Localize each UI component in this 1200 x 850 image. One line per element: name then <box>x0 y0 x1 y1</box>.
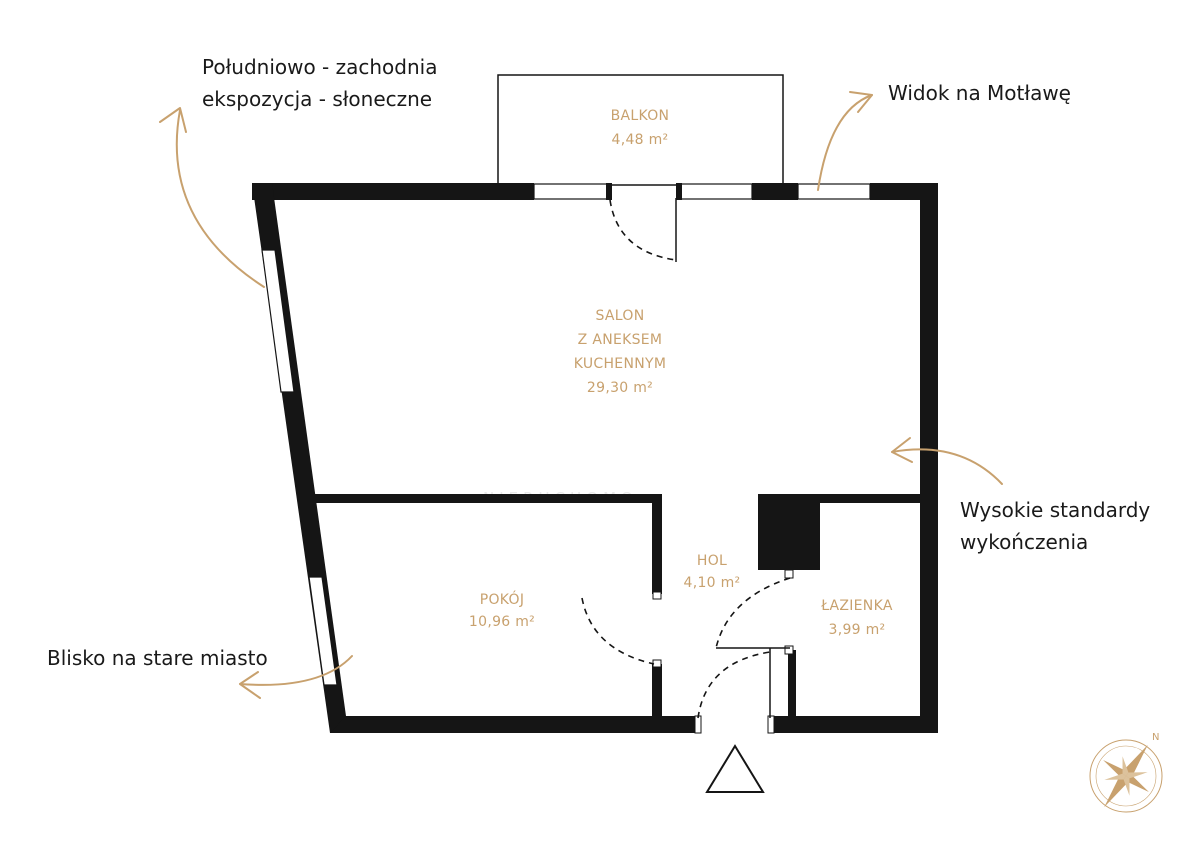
balcony-outline <box>497 74 784 186</box>
salon-area: 29,30 m² <box>587 380 653 396</box>
curved-arrow-icon <box>159 107 265 288</box>
salon-label-line2: Z ANEKSEM <box>578 332 663 348</box>
interior-walls <box>314 494 922 720</box>
curved-arrow-icon <box>817 91 873 191</box>
entrance-triangle-icon <box>705 744 765 793</box>
old-town-note: Blisko na stare miasto <box>47 646 268 670</box>
balcony-area: 4,48 m² <box>612 132 669 148</box>
balcony-label: BALKON <box>611 108 670 124</box>
hol-area: 4,10 m² <box>684 575 741 591</box>
curved-arrow-icon <box>239 655 353 699</box>
exposure-note-line1: Południowo - zachodnia <box>202 55 438 79</box>
compass-rose-icon: N <box>1089 732 1163 813</box>
pokoj-label: POKÓJ <box>480 590 525 608</box>
salon-label-line1: SALON <box>595 308 644 324</box>
outer-walls <box>252 183 938 733</box>
lazienka-label: ŁAZIENKA <box>820 598 893 614</box>
hol-label: HOL <box>697 553 727 569</box>
door-swings <box>581 199 791 719</box>
curved-arrow-icon <box>891 437 1003 485</box>
exposure-note-line2: ekspozycja - słoneczne <box>202 87 433 111</box>
top-windows <box>533 183 871 200</box>
left-window-upper <box>261 249 295 393</box>
standards-note-line2: wykończenia <box>960 530 1089 554</box>
salon-label-line3: KUCHENNYM <box>574 356 666 372</box>
left-window-lower <box>308 576 338 686</box>
lazienka-area: 3,99 m² <box>829 622 886 638</box>
standards-note-line1: Wysokie standardy <box>960 498 1151 522</box>
view-note: Widok na Motławę <box>888 81 1071 105</box>
pokoj-area: 10,96 m² <box>469 614 535 630</box>
compass-north-label: N <box>1152 732 1159 743</box>
